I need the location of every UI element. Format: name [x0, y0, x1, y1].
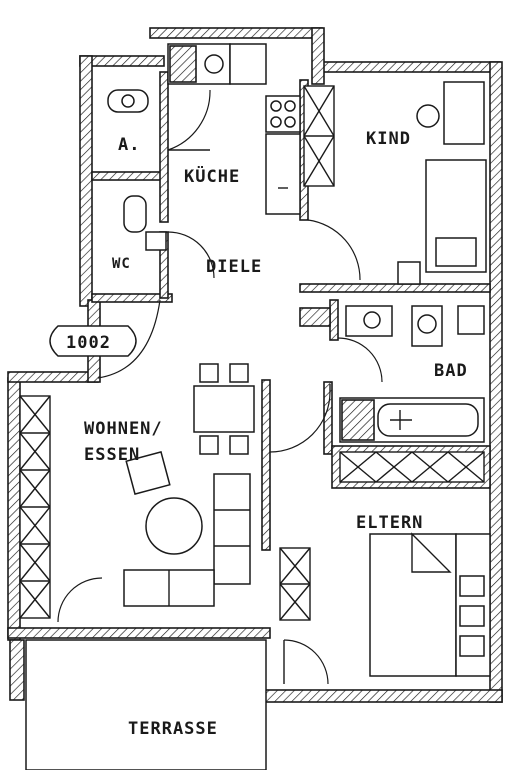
bad-fixtures — [337, 305, 485, 443]
wall-right — [489, 61, 503, 703]
coffee-table — [145, 497, 203, 555]
unit-number-label: 1002 — [66, 333, 111, 353]
eltern-pillow-3 — [459, 635, 485, 657]
wall-bottom-living — [7, 627, 271, 639]
room-label-terrasse: TERRASSE — [128, 719, 218, 739]
wall-step-kind — [311, 27, 325, 85]
eltern-fixtures — [283, 532, 491, 685]
wc-basin — [145, 231, 167, 251]
wall-top-kind — [321, 61, 501, 73]
wall-top-kitchen — [149, 27, 323, 39]
dining-chair-4 — [229, 435, 249, 455]
kitchen-counter-right — [229, 43, 267, 85]
dining-chair-3 — [199, 435, 219, 455]
wall-bottom — [259, 689, 503, 703]
wc-toilet — [123, 195, 147, 233]
room-label-wohnen-line1: WOHNEN/ — [84, 419, 163, 439]
unit-number-bubble — [49, 325, 137, 357]
living-fixtures — [57, 363, 255, 623]
living-door — [269, 391, 331, 453]
room-label-wohnen-line2: ESSEN — [84, 445, 140, 465]
kitchen-fixtures — [167, 43, 301, 215]
wall-abstell-wc — [91, 171, 163, 181]
eltern-pillow-2 — [459, 605, 485, 627]
wall-bad-left-top — [329, 299, 339, 341]
kind-door — [307, 219, 361, 281]
kind-lamp — [416, 104, 440, 128]
wall-step-left — [7, 371, 99, 383]
wall-living-right — [261, 379, 271, 551]
kitchen-counter-side — [265, 133, 301, 215]
room-label-wc: WC — [112, 256, 131, 272]
cupboard-living-right — [279, 547, 311, 621]
eltern-bedsheet — [411, 532, 452, 573]
dining-chair-2 — [229, 363, 249, 383]
armchair — [125, 451, 171, 495]
wall-diele-block — [299, 307, 331, 327]
bad-cabinet — [457, 305, 485, 335]
wall-wc-bottom — [91, 293, 173, 303]
exterior-walls — [7, 27, 503, 703]
window-cupboards — [19, 85, 485, 621]
cupboard-kitchen — [303, 85, 335, 187]
abstell-fixtures — [107, 89, 149, 113]
cupboard-bad-eltern — [339, 451, 485, 483]
kind-desk — [397, 261, 421, 285]
kind-pillow — [435, 237, 477, 267]
room-label-abstell: A. — [118, 135, 140, 155]
eltern-door — [283, 639, 329, 685]
kitchen-stove — [265, 95, 301, 133]
cupboard-living-left — [19, 395, 51, 619]
terrace — [25, 639, 267, 770]
dining-table — [193, 385, 255, 433]
wc-fixtures — [123, 195, 215, 279]
dining-chair-1 — [199, 363, 219, 383]
eltern-bed-left — [369, 533, 457, 677]
room-label-bad: BAD — [434, 361, 468, 381]
room-label-eltern: ELTERN — [356, 513, 423, 533]
wall-kind-bottom — [299, 283, 491, 293]
wall-bad-left — [323, 381, 333, 455]
room-label-kueche: KÜCHE — [184, 165, 240, 187]
kind-shelf — [443, 81, 485, 145]
room-label-diele: DIELE — [206, 257, 262, 277]
wall-left-upper — [79, 55, 93, 307]
kitchen-door — [167, 89, 211, 151]
wc-door — [167, 231, 215, 279]
room-label-kind: KIND — [366, 129, 411, 149]
bad-tub-step — [341, 399, 375, 441]
kitchen-hatched-unit — [169, 45, 197, 83]
wall-kitchen-left — [159, 71, 169, 223]
kind-fixtures — [307, 81, 487, 285]
eltern-pillow-1 — [459, 575, 485, 597]
wall-left-lower — [7, 377, 21, 641]
terrace-post-left — [9, 639, 25, 701]
kitchen-sink — [204, 54, 224, 74]
terrace-door-left — [57, 577, 103, 623]
sofa-right — [213, 473, 251, 585]
entrance-door-arc — [97, 299, 161, 379]
bad-door — [337, 337, 383, 383]
